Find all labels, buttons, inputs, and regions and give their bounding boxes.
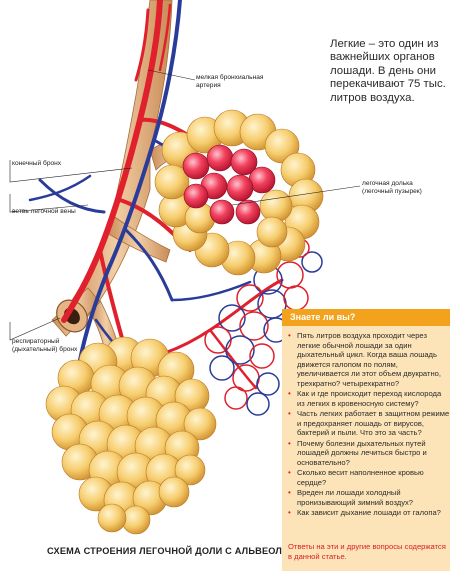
label-terminal-bronchus: конечный бронх	[12, 160, 62, 167]
capillary-net	[204, 238, 323, 416]
bullet-icon: •	[288, 331, 291, 340]
question-text: Сколько весит наполненное кровью сердце?	[297, 468, 424, 487]
bullet-icon: •	[288, 438, 291, 448]
list-item: • Пять литров воздуха проходит через легк…	[288, 331, 450, 388]
label-lobule: легочная долька (легочный пузырек)	[362, 180, 422, 195]
question-text: Пять литров воздуха проходит через легки…	[297, 331, 441, 388]
question-text: Почему болезни дыхательных путей лошадей…	[297, 438, 427, 467]
panel-title: Знаете ли вы?	[290, 312, 356, 322]
alveoli-cluster-upper	[154, 109, 324, 276]
label-bronchial-artery: мелкая бронхиальная артерия	[196, 74, 264, 89]
bullet-icon: •	[288, 409, 291, 418]
bullet-icon: •	[288, 508, 291, 517]
bullet-icon: •	[288, 468, 291, 477]
alveoli-cluster-lower	[45, 336, 217, 535]
question-text: Как и где происходит переход кислорода и…	[297, 389, 442, 408]
did-you-know-panel: Знаете ли вы? • Пять литров воздуха прохо…	[282, 309, 450, 571]
list-item: • Часть легких работает в защитном режиме…	[288, 409, 450, 438]
list-item: • Сколько весит наполненное кровью сердце…	[288, 468, 450, 487]
panel-footer: Ответы на эти и другие вопросы содержатс…	[288, 542, 446, 561]
intro-text: Легкие – это один из важнейших органов л…	[330, 38, 446, 104]
alveoli-cut-open	[182, 144, 276, 225]
bullet-icon: •	[288, 488, 291, 497]
question-text: Часть легких работает в защитном режиме …	[297, 409, 450, 437]
list-item: • Как и где происходит переход кислорода …	[288, 389, 450, 408]
list-item: • Почему болезни дыхательных путей лошаде…	[288, 439, 450, 468]
list-item: • Вреден ли лошади холодный пронизывающий…	[288, 488, 450, 507]
figure-caption: СХЕМА СТРОЕНИЯ ЛЕГОЧНОЙ ДОЛИ С АЛЬВЕОЛОЙ	[47, 546, 297, 556]
bullet-icon: •	[288, 389, 291, 398]
question-text: Вреден ли лошади холодный пронизывающий …	[297, 488, 414, 507]
list-item: • Как зависит дыхание лошади от галопа?	[288, 508, 450, 518]
leader-lines	[9, 69, 361, 341]
panel-header: Знаете ли вы?	[282, 309, 450, 326]
question-text: Как зависит дыхание лошади от галопа?	[297, 508, 441, 517]
label-vein-branch: ветвь легочной вены	[12, 208, 76, 215]
label-respiratory-bronchus: респираторный (дыхательный) бронх	[12, 338, 78, 353]
question-list: • Пять литров воздуха проходит через легк…	[288, 331, 450, 519]
